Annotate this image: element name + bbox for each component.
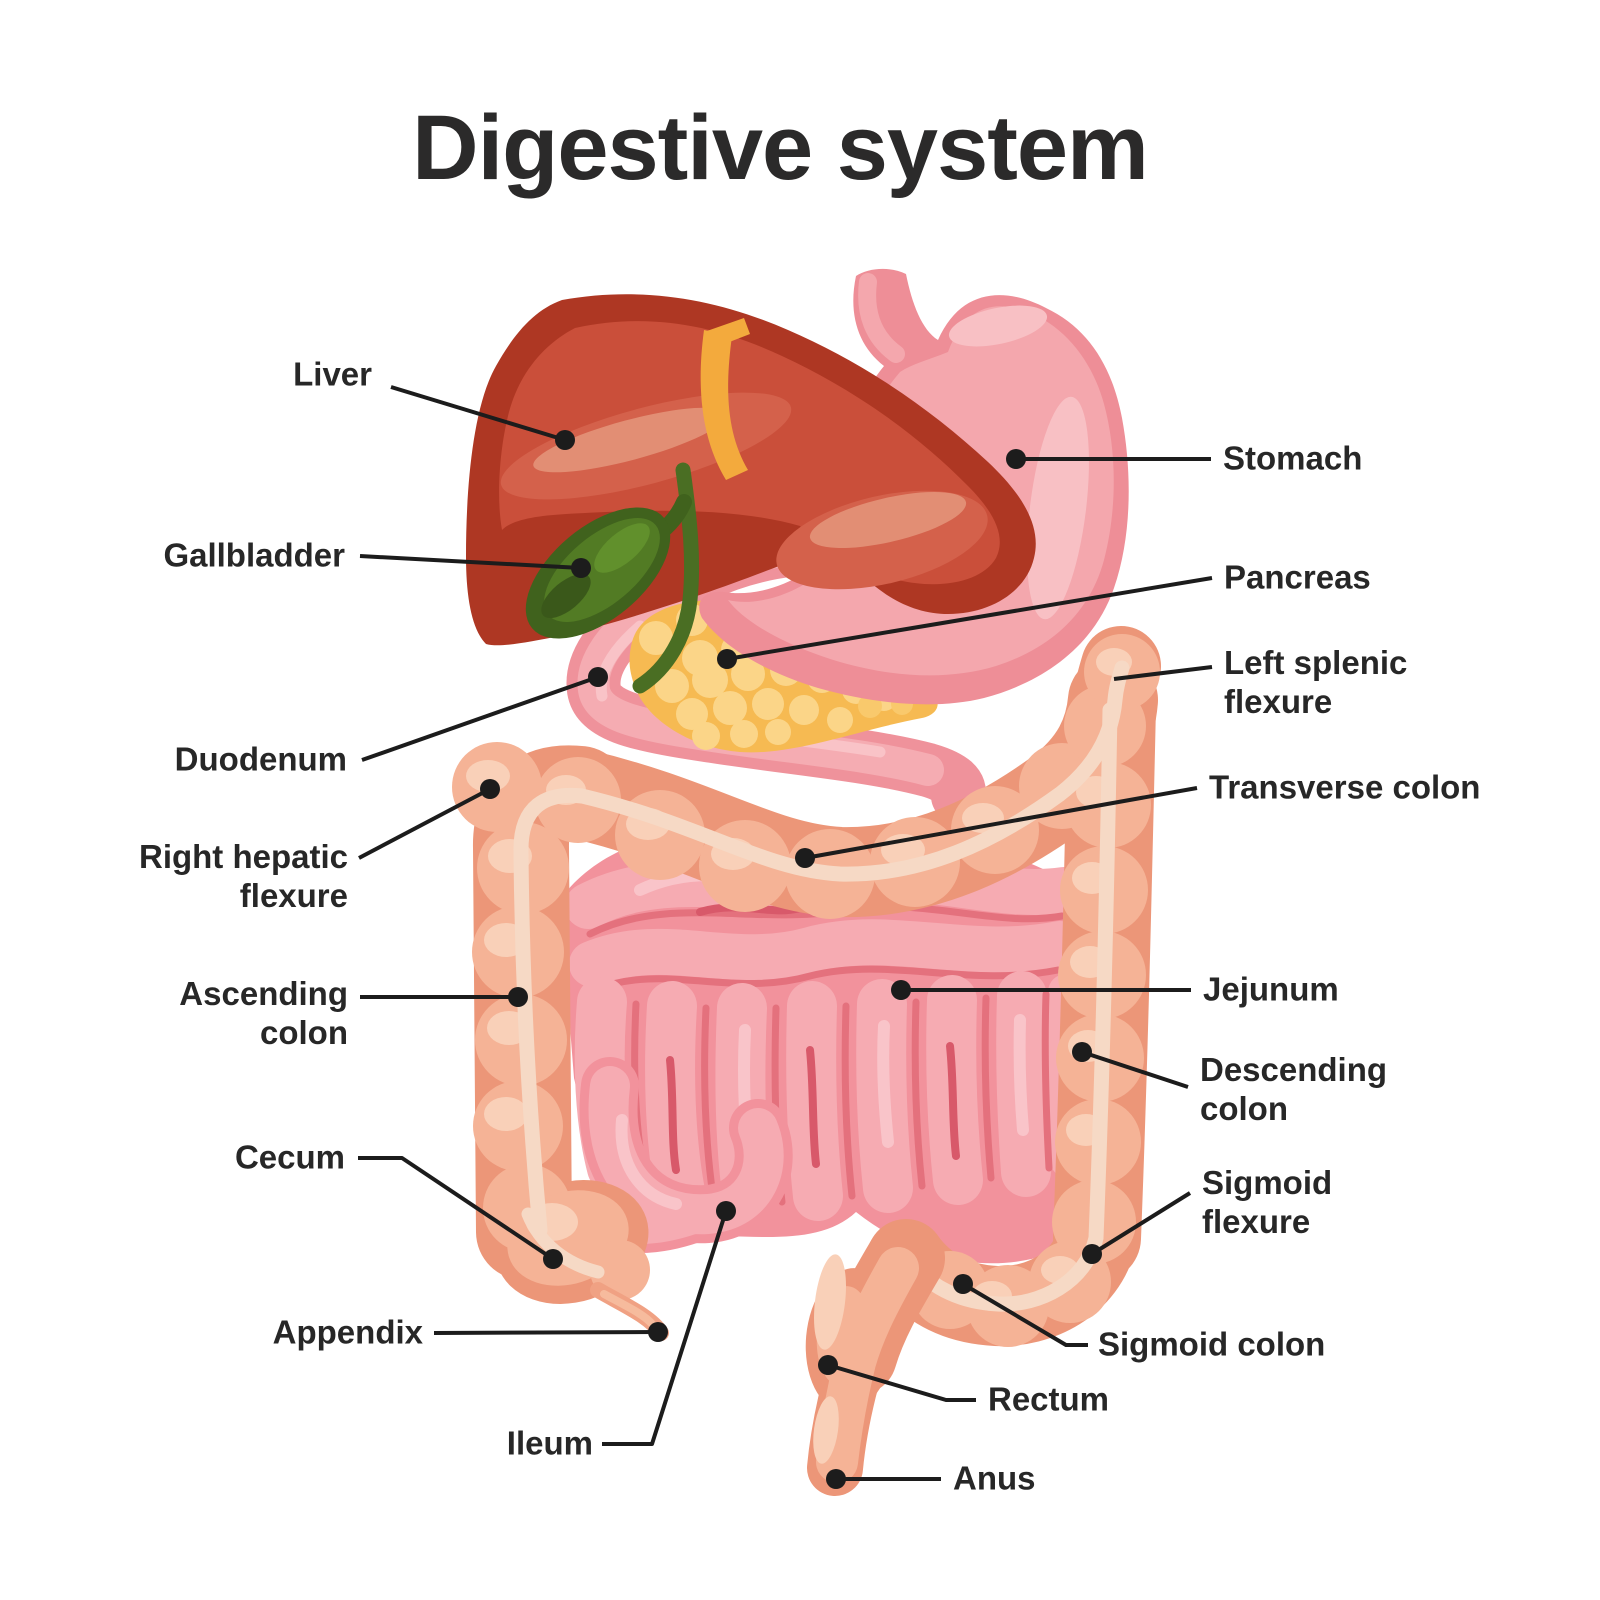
leader-descending-colon bbox=[1081, 1050, 1189, 1089]
label-sigmoid-flexure: Sigmoid flexure bbox=[1202, 1164, 1333, 1240]
esophagus bbox=[858, 273, 905, 363]
label-transverse-colon: Transverse colon bbox=[1209, 768, 1481, 806]
leader-rectum bbox=[827, 1363, 976, 1402]
label-anus: Anus bbox=[953, 1459, 1036, 1497]
page-title: Digestive system bbox=[412, 97, 1149, 199]
label-descending-colon: Descending colon bbox=[1200, 1051, 1388, 1127]
label-ascending-colon: Ascending colon bbox=[179, 975, 348, 1051]
label-rectum: Rectum bbox=[988, 1380, 1110, 1418]
label-pancreas: Pancreas bbox=[1224, 558, 1371, 596]
label-left-splenic-flexure: Left splenic flexure bbox=[1224, 644, 1408, 720]
label-gallbladder: Gallbladder bbox=[163, 536, 345, 574]
label-appendix: Appendix bbox=[272, 1313, 423, 1351]
label-sigmoid-colon: Sigmoid colon bbox=[1098, 1325, 1326, 1363]
label-ileum: Ileum bbox=[506, 1424, 593, 1462]
label-duodenum: Duodenum bbox=[174, 740, 347, 778]
falciform-ligament bbox=[700, 318, 750, 480]
leader-lines bbox=[358, 385, 1213, 1481]
label-jejunum: Jejunum bbox=[1203, 970, 1339, 1008]
leader-left-splenic-flexure bbox=[1113, 665, 1213, 681]
leader-transverse-colon bbox=[804, 786, 1198, 860]
rectum-illustration bbox=[805, 1219, 945, 1496]
label-stomach: Stomach bbox=[1223, 439, 1363, 477]
leader-cecum bbox=[358, 1156, 555, 1261]
leader-sigmoid-flexure bbox=[1090, 1191, 1192, 1256]
leader-right-hepatic-flexure bbox=[358, 787, 491, 860]
label-liver: Liver bbox=[293, 355, 372, 393]
leader-sigmoid-colon bbox=[961, 1282, 1088, 1347]
leader-duodenum bbox=[361, 675, 599, 762]
leader-ileum bbox=[602, 1210, 728, 1446]
leader-gallbladder bbox=[359, 554, 582, 570]
leader-liver bbox=[390, 385, 566, 442]
leader-appendix bbox=[433, 1330, 659, 1335]
leader-dots bbox=[480, 430, 1102, 1489]
label-right-hepatic-flexure: Right hepatic flexure bbox=[138, 838, 348, 914]
label-cecum: Cecum bbox=[234, 1138, 345, 1176]
leader-pancreas bbox=[726, 576, 1213, 661]
gallbladder-illustration bbox=[525, 494, 692, 639]
